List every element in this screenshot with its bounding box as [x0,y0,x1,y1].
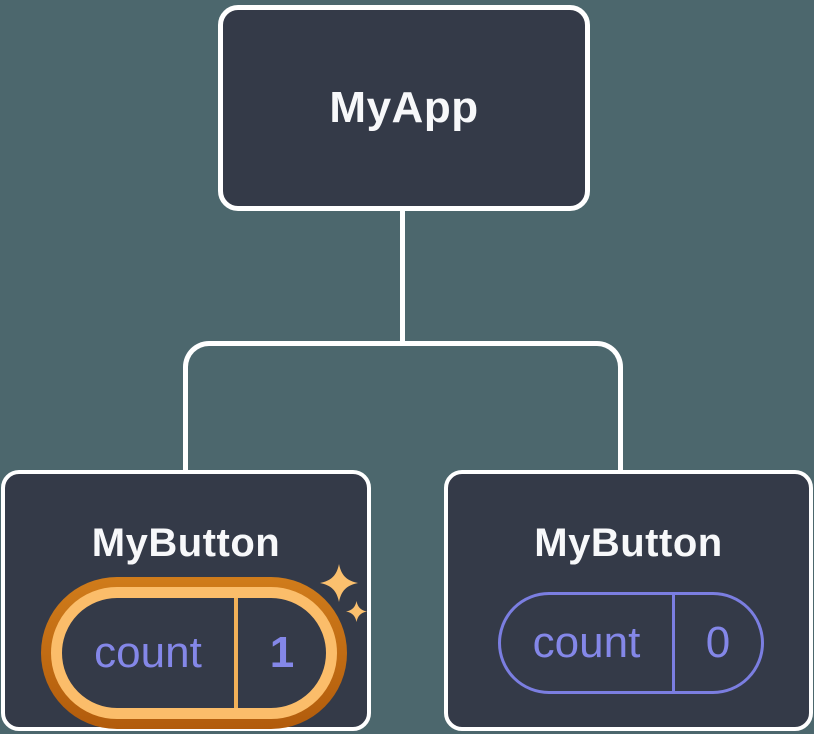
connector-branch-bracket [183,341,623,472]
state-name-cell: count [62,598,234,708]
state-divider [672,595,675,691]
sparkle-icon [320,564,358,602]
state-pill-inner-ring: count 1 [51,587,337,719]
state-divider [234,598,238,708]
node-title-myapp: MyApp [329,83,479,132]
node-title-mybutton-1: MyButton [91,521,281,565]
node-mybutton-2: MyButton count 0 [444,470,813,731]
state-value-cell: 1 [238,598,326,708]
state-value: 1 [269,628,295,677]
sparkle-icon [346,601,367,622]
state-pill: count 0 [498,592,764,694]
node-mybutton-1: MyButton count 1 [1,470,371,731]
state-name-label: count [94,628,202,677]
state-name-cell: count [501,595,672,691]
node-myapp: MyApp [218,5,590,211]
state-value: 0 [705,618,731,667]
node-title-mybutton-2: MyButton [534,521,723,565]
state-pill-highlighted: count 1 [41,577,347,729]
connector-root-stem [400,209,405,345]
state-name-label: count [532,618,641,667]
state-value-cell: 0 [675,595,761,691]
